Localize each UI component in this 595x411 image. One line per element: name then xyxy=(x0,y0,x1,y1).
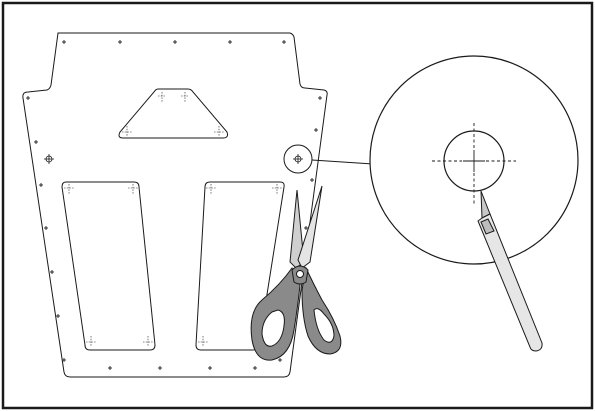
top-cutout-corner-marks xyxy=(122,92,224,136)
registration-mark xyxy=(39,183,43,187)
registration-mark xyxy=(158,366,162,370)
registration-mark xyxy=(44,226,48,230)
registration-mark xyxy=(108,366,112,370)
left-cutout-corner-marks xyxy=(64,184,153,346)
registration-mark xyxy=(118,40,122,44)
craft-knife-icon xyxy=(477,190,543,352)
registration-mark xyxy=(318,96,322,100)
registration-mark xyxy=(208,366,212,370)
right-cutout xyxy=(195,181,285,351)
registration-mark xyxy=(50,270,54,274)
scissors-icon xyxy=(250,185,342,361)
registration-mark xyxy=(62,358,66,362)
registration-mark xyxy=(56,314,60,318)
top-cutout xyxy=(118,88,228,139)
magnifier-leader-line xyxy=(311,159,374,165)
registration-mark xyxy=(314,128,318,132)
registration-mark xyxy=(304,226,308,230)
registration-mark xyxy=(228,40,232,44)
registration-mark xyxy=(173,40,177,44)
registration-mark xyxy=(253,366,257,370)
registration-mark xyxy=(26,96,30,100)
left-target-mark xyxy=(44,154,54,164)
registration-mark xyxy=(62,40,66,44)
magnifier-circle xyxy=(369,55,579,265)
left-cutout xyxy=(61,181,156,351)
registration-mark xyxy=(278,358,282,362)
small-hole-mark xyxy=(283,144,313,174)
registration-mark xyxy=(282,40,286,44)
registration-mark xyxy=(34,140,38,144)
template-outline xyxy=(22,32,328,378)
registration-mark xyxy=(310,178,314,182)
